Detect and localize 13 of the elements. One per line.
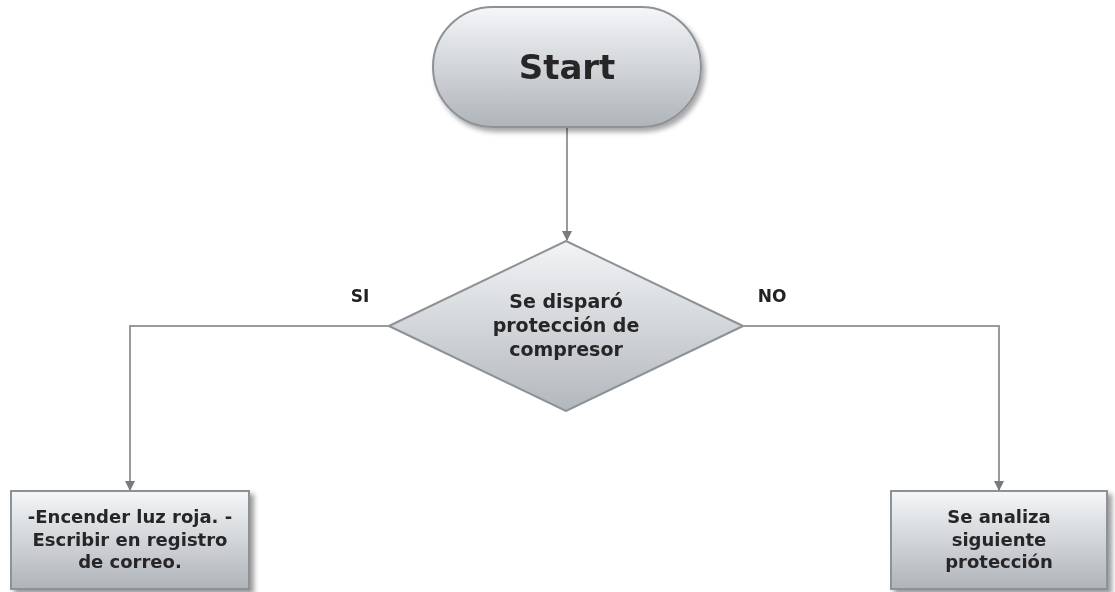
arrow xyxy=(743,325,1004,491)
node-text: Se disparó protección de compresor xyxy=(491,290,641,362)
node-text: -Encender luz roja. -Escribir en registro de correo. xyxy=(26,506,234,574)
node-text: Start xyxy=(518,45,616,89)
node-text: Se analiza siguiente protección xyxy=(944,506,1054,574)
decision-diamond xyxy=(388,240,744,412)
edge-label: NO xyxy=(757,285,787,308)
arrow xyxy=(562,127,572,241)
edge-label: SI xyxy=(350,285,370,308)
start-terminal xyxy=(432,6,702,128)
process-box xyxy=(890,490,1108,590)
process-box xyxy=(10,490,250,590)
arrow xyxy=(125,325,389,491)
